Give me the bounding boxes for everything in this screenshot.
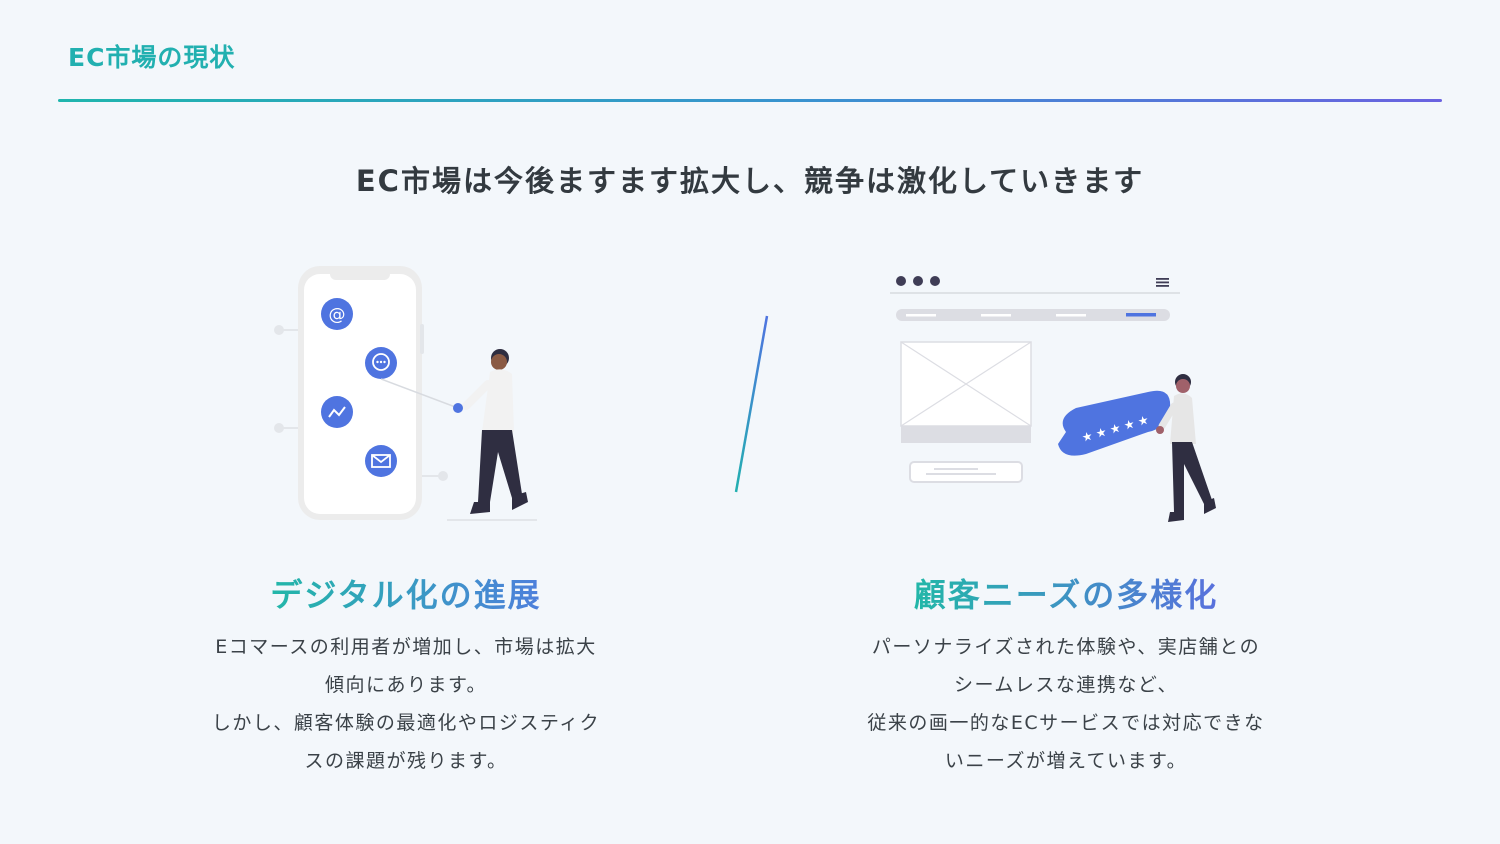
- column-body: パーソナライズされた体験や、実店舗との シームレスな連携など、 従来の画一的なE…: [806, 628, 1326, 780]
- hamburger-menu-icon: [1156, 278, 1169, 287]
- browser-dots-icon: [896, 276, 940, 286]
- customer-needs-column: 顧客ニーズの多様化 パーソナライズされた体験や、実店舗との シームレスな連携など…: [806, 570, 1326, 780]
- svg-text:★: ★: [1122, 417, 1136, 433]
- digitalization-column: デジタル化の進展 Eコマースの利用者が増加し、市場は拡大 傾向にあります。 しか…: [146, 570, 666, 780]
- person-figure: [447, 349, 537, 521]
- svg-text:★: ★: [1080, 429, 1094, 445]
- person-figure: [1156, 374, 1216, 522]
- column-heading: デジタル化の進展: [270, 570, 541, 616]
- body-line: スの課題が残ります。: [304, 750, 508, 772]
- at-sign-icon: @: [321, 298, 353, 330]
- body-line: シームレスな連携など、: [954, 674, 1178, 696]
- svg-text:@: @: [329, 305, 346, 325]
- slash-divider: [734, 315, 769, 493]
- body-line: パーソナライズされた体験や、実店舗との: [871, 636, 1261, 658]
- column-heading: 顧客ニーズの多様化: [914, 570, 1218, 616]
- trend-line-icon: [321, 396, 353, 428]
- smartphone-person-illustration: @: [274, 266, 537, 521]
- body-line: 従来の画一的なECサービスでは対応できな: [867, 712, 1265, 734]
- title-rule: [58, 99, 1442, 102]
- column-body: Eコマースの利用者が増加し、市場は拡大 傾向にあります。 しかし、顧客体験の最適…: [146, 628, 666, 780]
- body-line: いニーズが増えています。: [944, 750, 1188, 772]
- body-line: しかし、顧客体験の最適化やロジスティク: [211, 712, 601, 734]
- svg-text:★: ★: [1136, 413, 1150, 429]
- svg-text:★: ★: [1094, 425, 1108, 441]
- svg-text:★: ★: [1108, 421, 1122, 437]
- chat-bubble-icon: [365, 347, 397, 379]
- headline: EC市場は今後ますます拡大し、競争は激化していきます: [355, 164, 1145, 198]
- body-line: Eコマースの利用者が増加し、市場は拡大: [215, 636, 597, 658]
- website-review-illustration: ★ ★ ★ ★ ★: [890, 276, 1216, 522]
- review-bubble: ★ ★ ★ ★ ★: [1058, 390, 1171, 456]
- body-line: 傾向にあります。: [324, 674, 488, 696]
- star-rating-icon: ★ ★ ★ ★ ★: [1080, 413, 1150, 445]
- slide-title: EC市場の現状: [68, 43, 236, 72]
- mail-icon: [365, 445, 397, 477]
